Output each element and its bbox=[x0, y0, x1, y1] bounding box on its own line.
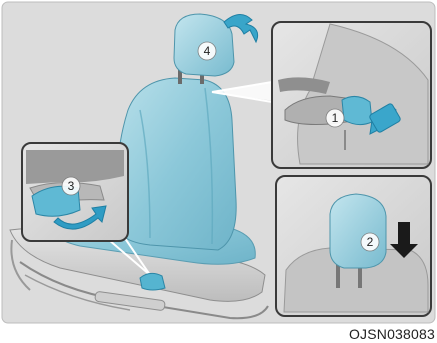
recline-lever bbox=[140, 273, 165, 290]
step-badge-4: 4 bbox=[198, 42, 216, 60]
step-badge-1: 1 bbox=[326, 109, 344, 127]
step-number-3: 3 bbox=[68, 179, 75, 193]
seatback bbox=[116, 78, 236, 250]
inset-release-button bbox=[272, 22, 431, 168]
inset-push-down bbox=[276, 176, 431, 316]
step-number-1: 1 bbox=[332, 111, 339, 125]
step-number-4: 4 bbox=[204, 44, 211, 58]
step-badge-3: 3 bbox=[62, 177, 80, 195]
step-number-2: 2 bbox=[367, 235, 374, 249]
step-badge-2: 2 bbox=[361, 233, 379, 251]
image-code-label: OJSN038083 bbox=[349, 325, 435, 343]
